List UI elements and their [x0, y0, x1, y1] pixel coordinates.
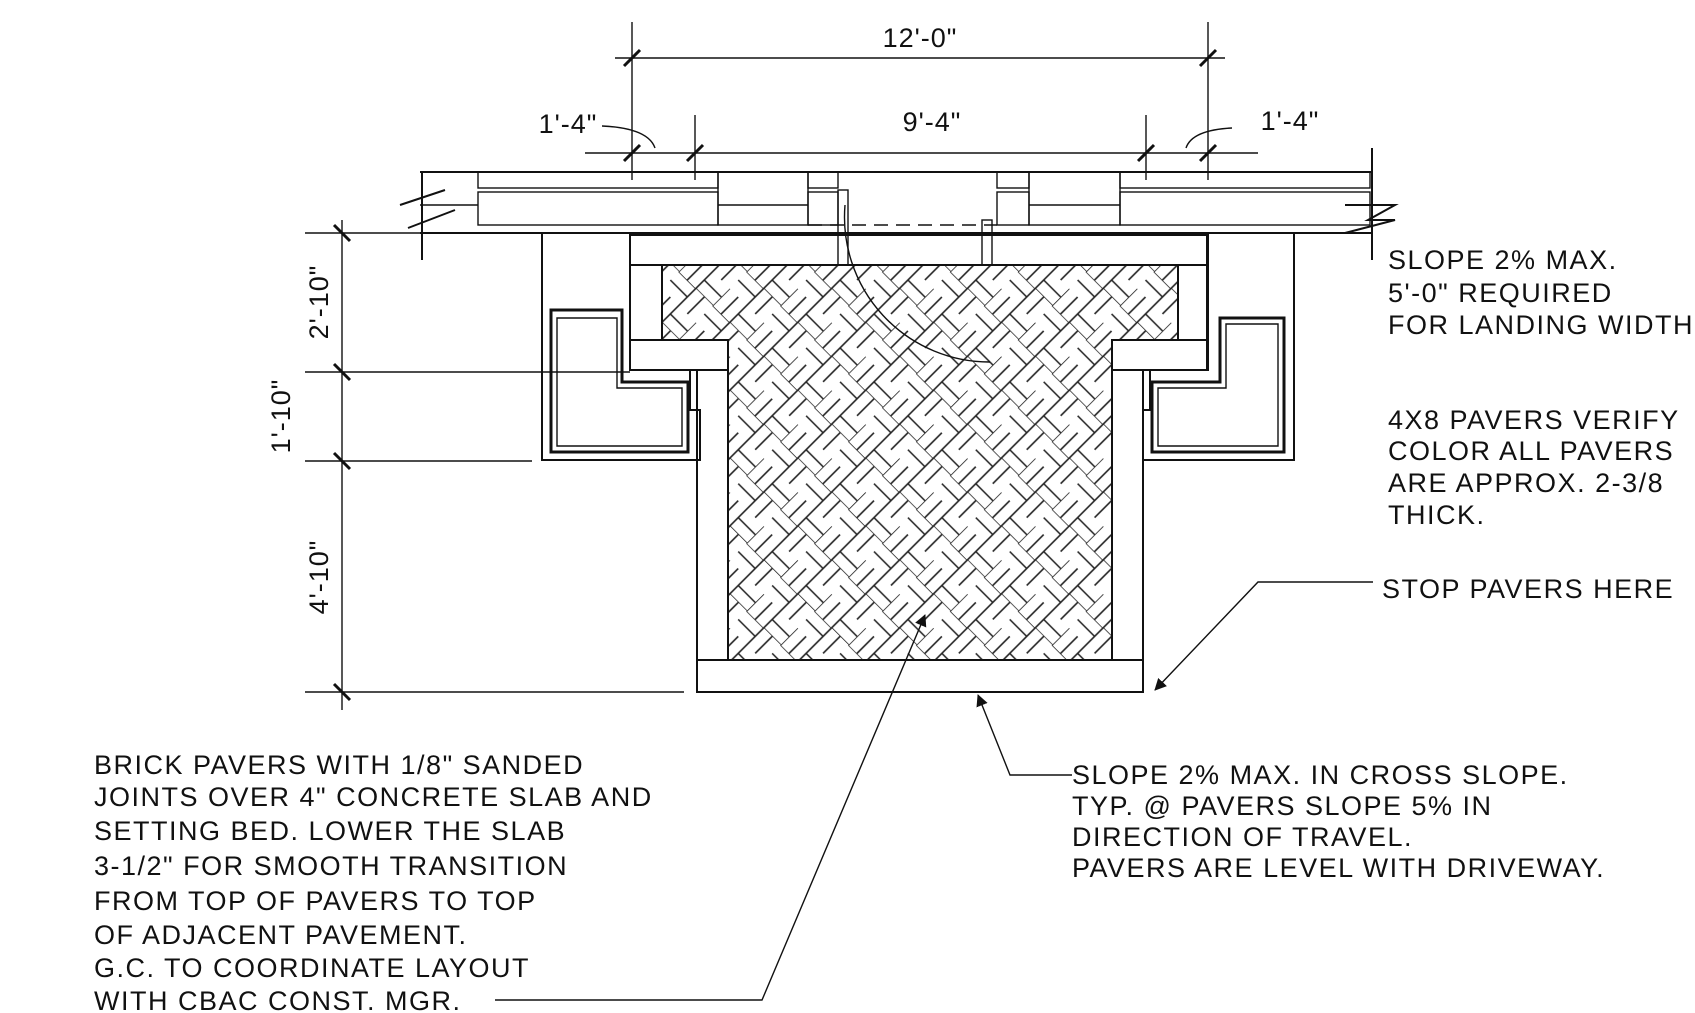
- note-pavers-line: COLOR ALL PAVERS: [1388, 436, 1674, 466]
- note-cross-slope-line: TYP. @ PAVERS SLOPE 5% IN: [1072, 791, 1493, 821]
- note-stop-pavers: STOP PAVERS HERE: [1382, 574, 1674, 604]
- note-brick-line: G.C. TO COORDINATE LAYOUT: [94, 953, 530, 983]
- note-brick-line: SETTING BED. LOWER THE SLAB: [94, 816, 566, 846]
- note-pavers-line: THICK.: [1388, 500, 1486, 530]
- note-brick-line: OF ADJACENT PAVEMENT.: [94, 920, 468, 950]
- note-landing-line: FOR LANDING WIDTH: [1388, 310, 1694, 340]
- dim-right-offset: 1'-4": [1261, 106, 1320, 136]
- note-brick-line: FROM TOP OF PAVERS TO TOP: [94, 886, 537, 916]
- dimension-top: [585, 22, 1258, 180]
- note-landing-line: SLOPE 2% MAX.: [1388, 245, 1618, 275]
- note-brick-line: BRICK PAVERS WITH 1/8" SANDED: [94, 750, 584, 780]
- dim-overall-width: 12'-0": [883, 23, 958, 53]
- note-brick-line: JOINTS OVER 4" CONCRETE SLAB AND: [94, 782, 653, 812]
- note-landing-line: 5'-0" REQUIRED: [1388, 278, 1613, 308]
- note-brick-line: 3-1/2" FOR SMOOTH TRANSITION: [94, 851, 568, 881]
- leaders: [495, 581, 1373, 1001]
- note-brick-line: WITH CBAC CONST. MGR.: [94, 986, 462, 1013]
- dim-depth-top: 2'-10": [304, 265, 334, 340]
- dim-left-offset: 1'-4": [539, 109, 598, 139]
- sidewalk-curb: [399, 148, 1399, 363]
- note-pavers-line: ARE APPROX. 2-3/8: [1388, 468, 1664, 498]
- note-cross-slope-line: PAVERS ARE LEVEL WITH DRIVEWAY.: [1072, 853, 1605, 883]
- dimension-left: [305, 220, 684, 710]
- note-cross-slope-line: SLOPE 2% MAX. IN CROSS SLOPE.: [1072, 760, 1569, 790]
- note-brick-pavers: BRICK PAVERS WITH 1/8" SANDED JOINTS OVE…: [94, 750, 653, 1013]
- dim-depth-middle: 1'-10": [266, 379, 296, 454]
- note-pavers-line: 4X8 PAVERS VERIFY: [1388, 405, 1680, 435]
- dim-depth-bottom: 4'-10": [304, 540, 334, 615]
- dim-inner-width: 9'-4": [903, 107, 962, 137]
- note-cross-slope: SLOPE 2% MAX. IN CROSS SLOPE. TYP. @ PAV…: [1072, 760, 1605, 883]
- note-pavers-spec: 4X8 PAVERS VERIFY COLOR ALL PAVERS ARE A…: [1388, 405, 1680, 530]
- paver-field: [629, 204, 1209, 693]
- note-cross-slope-line: DIRECTION OF TRAVEL.: [1072, 822, 1413, 852]
- note-landing: SLOPE 2% MAX. 5'-0" REQUIRED FOR LANDING…: [1388, 245, 1694, 340]
